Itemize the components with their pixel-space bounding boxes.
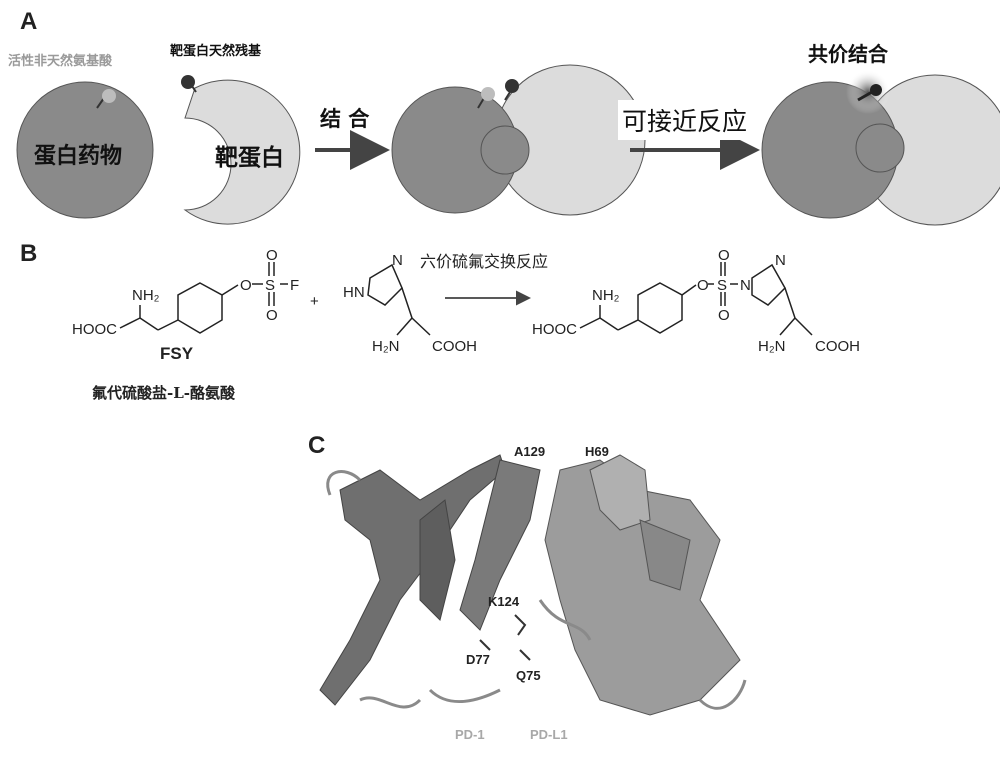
reaction-label: 六价硫氟交换反应 [420,252,549,271]
panel-a-diagram [16,64,1000,226]
complex-shape [391,64,646,216]
covalent-label: 共价结合 [808,42,888,66]
atom-hn: HN [343,284,365,301]
fsy-full-name: 氟代硫酸盐-L-酪氨酸 [92,384,235,402]
binding-label: 结 合 [320,107,370,131]
chain-label: PD-L1 [530,727,568,742]
residue-label: A129 [514,444,546,459]
atom-h2n: H₂N [372,338,400,355]
drug-protein-shape [16,81,154,219]
atom-cooh: COOH [815,338,860,355]
panel-b-reaction: NH₂ HOOC O S F O O + HN N H₂N COOH NH₂ H… [72,247,860,355]
residue-label: K124 [488,594,520,609]
residue-label: D77 [466,652,490,667]
atom-nh2: NH₂ [132,287,160,304]
atom-hooc: HOOC [532,321,577,338]
atom-o: O [697,277,709,294]
atom-o: O [718,307,730,324]
residue-label: H69 [585,444,609,459]
atom-nh2: NH₂ [592,287,620,304]
atom-hooc: HOOC [72,321,117,338]
atom-o: O [266,307,278,324]
proximity-label: 可接近反应 [618,100,752,140]
atom-f: F [290,277,299,294]
atom-s: S [265,277,275,294]
atom-o: O [240,277,252,294]
atom-s: S [717,277,727,294]
atom-n: N [740,277,751,294]
atom-n: N [392,252,403,269]
unnatural-aa-label: 活性非天然氨基酸 [8,54,113,69]
drug-label: 蛋白药物 [34,144,123,169]
atom-n: N [775,252,786,269]
atom-o: O [266,247,278,264]
panel-label-b: B [20,240,38,267]
target-label: 靶蛋白 [215,145,284,171]
unnatural-aa-dot [102,89,116,103]
atom-h2n: H₂N [758,338,786,355]
native-residue-label: 靶蛋白天然残基 [170,44,262,59]
fsy-name: FSY [160,344,194,363]
residue-label: Q75 [516,668,541,683]
panel-label-c: C [308,432,326,459]
target-protein-shape [181,75,301,225]
native-residue-dot [181,75,195,89]
chain-label: PD-1 [455,727,485,742]
covalent-complex-shape [761,70,1000,226]
panel-label-a: A [20,8,38,35]
atom-cooh: COOH [432,338,477,355]
plus-sign: + [310,293,319,310]
atom-o: O [718,247,730,264]
